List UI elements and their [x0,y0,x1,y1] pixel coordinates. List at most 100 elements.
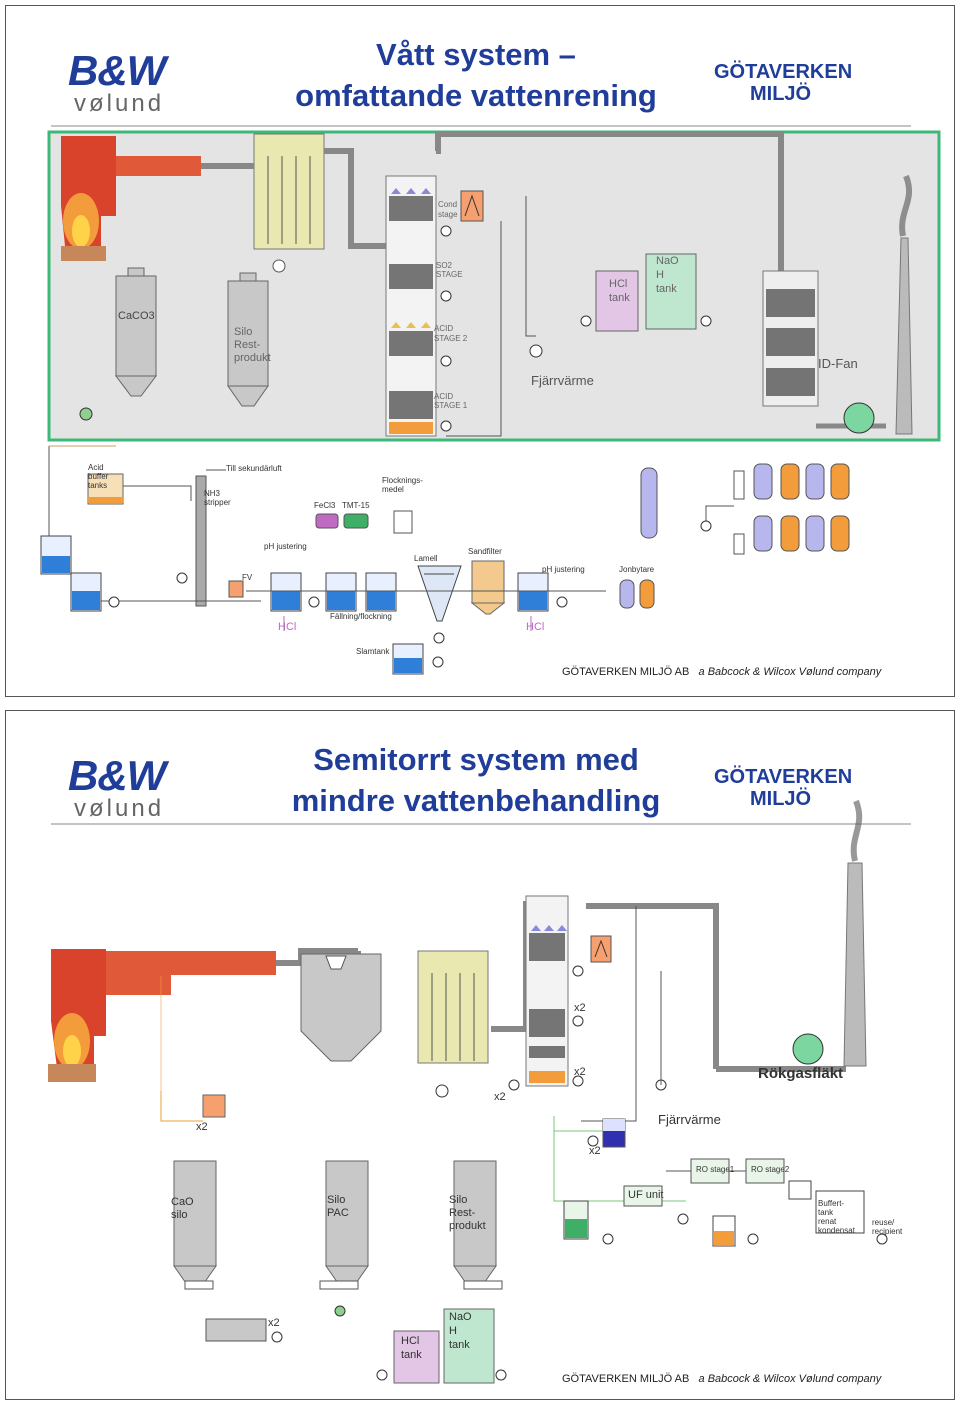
secondary-air-label: Till sekundärluft [226,464,282,473]
sandfilter-label: Sandfilter [468,547,502,556]
cao-silo [173,1160,217,1267]
rest-product-silo [453,1160,497,1267]
rest-silo-label-a: Silo [449,1194,468,1206]
stripper-label: stripper [204,498,231,507]
condenser-heat-exchanger-icon [460,190,484,222]
so2-stage-label: STAGE [436,270,463,279]
nh3-stripper-column [195,475,207,607]
logo-volund-text: vølund [74,795,165,822]
x2-label-b: x2 [494,1091,506,1103]
flocculant-label-b: medel [382,485,404,494]
naoh-label-c: tank [656,283,677,295]
scrubber-tower [385,175,437,437]
hcl-tank-label-b: tank [609,292,630,304]
pump-icon [271,1331,283,1343]
pump-icon [79,407,93,421]
hcl-tank-label-a: HCl [609,278,628,290]
wet-system-diagram [40,125,941,675]
hcl-tank-label-b: tank [401,1349,422,1361]
silo-label: Silo [234,326,253,338]
logo-miljo-text: MILJÖ [750,83,812,105]
wet-esp [762,270,819,407]
slide2-footer: GÖTAVERKEN MILJÖ AB a Babcock & Wilcox V… [562,1373,881,1385]
pump-icon [508,1079,520,1091]
acid1-label-a: ACID [434,392,454,401]
district-heating-label: Fjärrvärme [531,373,594,388]
so2-label: SO2 [436,261,453,270]
rest-product-silo [227,272,269,407]
logo-bw-text: B&W [68,47,166,94]
naoh-tank [443,1308,495,1384]
pump-icon [700,520,712,532]
buffer-tank-label-b: tank [818,1208,834,1217]
id-fan-label: ID-Fan [818,356,858,371]
heat-exchanger-icon [228,580,244,598]
pump-icon [495,1369,507,1381]
naoh-label-b: H [656,269,664,281]
boiler [48,949,276,1082]
slide2-title-line2: mindre vattenbehandling [291,783,661,818]
reagent-tank [202,1094,226,1118]
flue-gas-fan-icon [792,1033,824,1065]
pump-icon [602,1233,614,1245]
tmt-label: TMT-15 [342,501,370,510]
acid-buffer-label-a: Acid [88,463,104,472]
precipitation-label: Fällning/flockning [330,612,392,621]
hcl-label-1: HCl [278,621,297,633]
gotaverken-miljo-logo: GÖTAVERKEN MILJÖ [714,61,852,105]
sludge-tank-label: Slamtank [356,647,390,656]
rest-silo-label-b: Rest- [449,1207,476,1219]
stack [843,862,867,1067]
logo-gotaverken-text: GÖTAVERKEN [714,766,853,788]
ro-stage1 [690,1158,730,1184]
spray-reactor [300,953,382,1062]
pump-icon [432,656,444,668]
id-fan-icon [843,402,875,434]
ph-adjust-label: pH justering [264,542,307,551]
naoh-label-b: H [449,1325,457,1337]
reuse-label-a: reuse/ [872,1218,895,1227]
reuse-label-b: recipient [872,1227,903,1236]
ro-stage2-label: RO stage2 [751,1165,790,1174]
pump-icon [572,1075,584,1087]
x2-label-e: x2 [589,1145,601,1157]
acid-buffer-label-c: tanks [88,481,108,490]
caco3-label: CaCO3 [118,310,155,322]
x2-label-c: x2 [574,1002,586,1014]
logo-gotaverken-text: GÖTAVERKEN [714,61,853,83]
pump-icon [700,315,712,327]
slide1-title-line2: omfattande vattenrening [295,78,657,113]
pump-icon [440,225,452,237]
buffer-tank-label-a: Buffert- [818,1199,845,1208]
flocculant-tank [393,510,413,534]
slide1-title-line1: Vått system – [376,37,576,72]
fecl3-label: FeCl3 [314,501,336,510]
cao-silo-label-a: CaO [171,1196,194,1208]
stage-label: stage [438,210,458,219]
district-heating-label: Fjärrvärme [658,1112,721,1127]
ion-exchanger [619,579,635,609]
pump-icon [572,965,584,977]
slide-semidry-system: B&W vølund Semitorrt system med mindre v… [5,710,955,1400]
cao-silo-label-b: silo [171,1209,188,1221]
pump-icon [308,596,320,608]
flue-gas-fan-label: Rökgasfläkt [758,1065,844,1082]
slide2-title: Semitorrt system med mindre vattenbehand… [226,739,726,821]
pump-icon [747,1233,759,1245]
bw-volund-logo: B&W vølund [68,47,166,117]
naoh-label-a: NaO [449,1311,472,1323]
rest-silo-label-c: produkt [449,1220,486,1232]
logo-volund-text: vølund [74,90,165,117]
slide-wet-system: B&W vølund Vått system – omfattande vatt… [5,5,955,697]
buffer-tank [815,1190,865,1234]
x2-label-f: x2 [268,1317,280,1329]
bag-filter [417,950,489,1098]
acid-buffer-label-b: buffer [88,472,109,481]
x2-label-d: x2 [574,1066,586,1078]
semidry-system-diagram [48,799,911,1384]
pump-icon [587,1135,599,1147]
ion-exchanger [639,579,655,609]
stack [895,237,913,435]
gotaverken-miljo-logo: GÖTAVERKEN MILJÖ [714,766,852,810]
filter-column [640,467,658,539]
